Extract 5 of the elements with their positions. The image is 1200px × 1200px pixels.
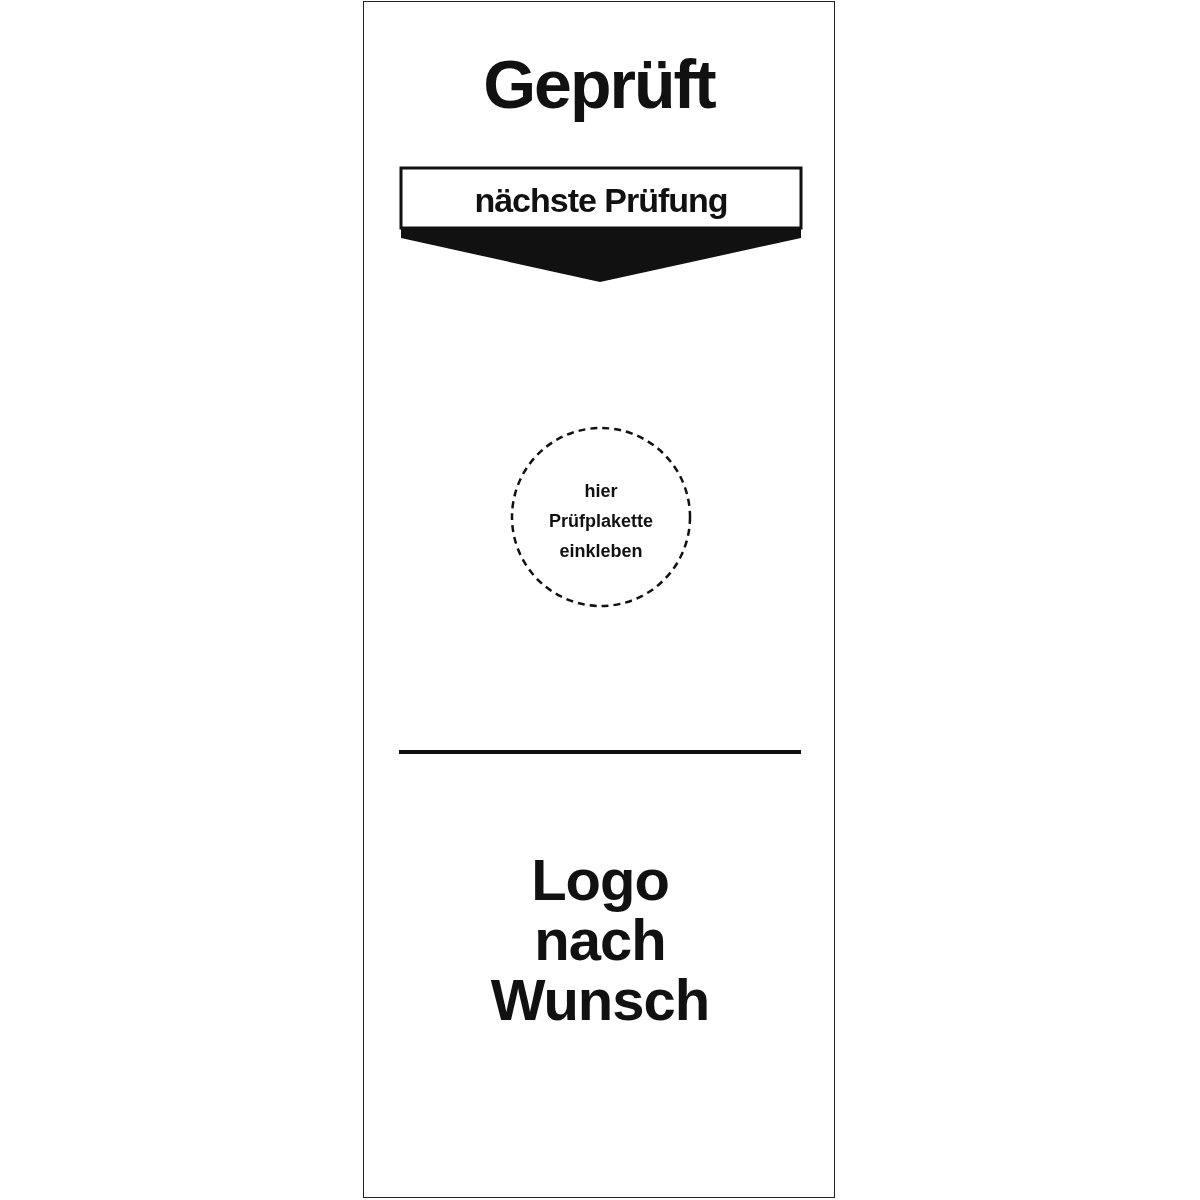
placeholder-text: Logo nach Wunsch: [489, 850, 711, 1030]
instruction-text: hier Prüfplakette einkleben: [548, 480, 654, 563]
banner-text: nächste Prüfung: [473, 180, 729, 220]
heading: Geprüft: [482, 45, 717, 124]
label-card: [363, 1, 835, 1198]
